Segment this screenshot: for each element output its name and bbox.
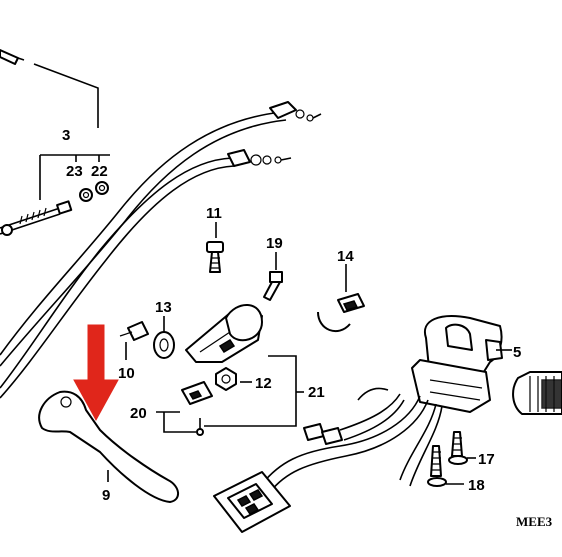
bracket-20 [156,411,196,433]
switch-housing-5 [411,315,512,413]
callout-5: 5 [513,344,521,361]
cable-end-upper [269,101,322,122]
bolt-19 [263,252,283,301]
callout-10: 10 [118,365,135,382]
callout-18: 18 [468,477,485,494]
brake-lever-9 [38,390,179,503]
callout-11: 11 [206,205,222,222]
highlight-arrow [73,324,119,422]
callout-9: 9 [102,487,110,504]
clip-14 [317,264,365,333]
callout-14: 14 [337,248,354,265]
callout-13: 13 [155,299,172,316]
screw-10 [119,321,149,360]
connector [213,471,291,533]
callout-3: 3 [62,127,70,144]
clutch-cable-item [0,49,110,236]
wiring-harness [261,387,443,493]
callout-17: 17 [478,451,495,468]
washer-13 [153,316,175,359]
bolt-11 [206,222,224,273]
screw-17 [448,431,476,465]
callout-23: 23 [66,163,83,180]
switch-20 [181,381,213,436]
callout-20: 20 [130,405,147,422]
nut-23 [79,188,93,202]
lever-perch [185,304,263,391]
throttle-cable-pair [0,101,322,399]
figure-code: MEE3 [516,514,553,529]
callout-22: 22 [91,163,108,180]
callout-12: 12 [255,375,272,392]
callout-21: 21 [308,384,325,401]
bracket-21 [204,355,297,427]
grip [512,371,562,415]
cable-end-lower [227,149,292,167]
callout-19: 19 [266,235,283,252]
nut-22 [95,181,109,195]
screw-18 [427,445,464,487]
